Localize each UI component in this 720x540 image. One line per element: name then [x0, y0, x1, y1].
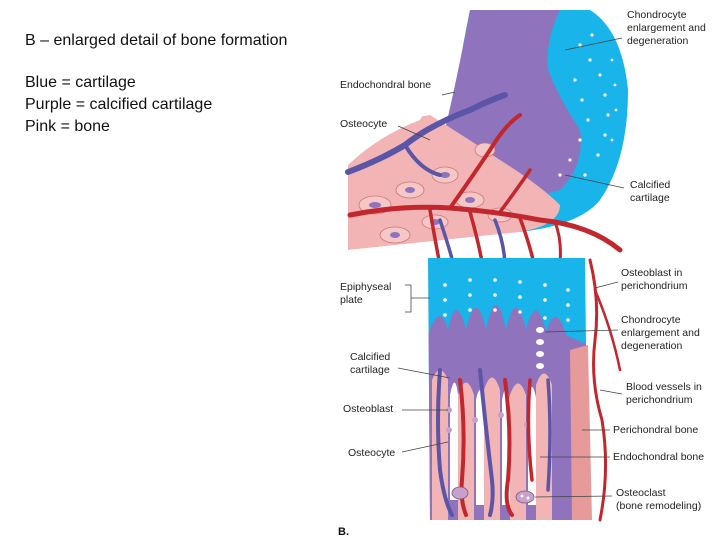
perichondral-bone [570, 345, 592, 520]
legend-bone: Pink = bone [25, 118, 110, 135]
label-osteocyte-bottom: Osteocyte [348, 447, 395, 459]
label-perichondral-bone: Perichondral bone [613, 424, 698, 436]
page-title: B – enlarged detail of bone formation [25, 32, 288, 49]
legend-calcified-cartilage: Purple = calcified cartilage [25, 96, 213, 113]
label-calcified-cartilage-right: Calcified [630, 179, 670, 191]
panel-letter: B. [338, 526, 349, 538]
label-endochondral-bone-bottom: Endochondral bone [613, 451, 704, 463]
color-legend: Blue = cartilage Purple = calcified cart… [25, 72, 212, 138]
diagram-labels: Chondrocyte enlargement and degeneration… [338, 9, 706, 538]
label-chondrocyte-mid: Chondrocyte [621, 314, 681, 326]
label-chondrocyte-top: Chondrocyte [627, 9, 687, 21]
label-epiphyseal-plate-2: plate [340, 294, 363, 306]
red-vessel-top [347, 204, 623, 253]
label-blood-vessels-2: perichondrium [626, 394, 693, 406]
label-chondrocyte-mid-2: enlargement and [621, 327, 700, 339]
leader-lines [397, 37, 625, 498]
osteoclast-cell [515, 490, 535, 504]
label-chondrocyte-mid-3: degeneration [621, 340, 682, 352]
label-osteoclast: Osteoclast [616, 487, 666, 499]
perichondrium-vessel [588, 258, 608, 522]
label-endochondral-bone-top: Endochondral bone [340, 79, 431, 91]
label-osteoblast: Osteoblast [343, 403, 393, 415]
label-epiphyseal-plate: Epiphyseal [340, 281, 391, 293]
legend-cartilage: Blue = cartilage [25, 74, 136, 91]
label-calcified-cartilage-left: Calcified [350, 351, 390, 363]
label-osteoclast-2: (bone remodeling) [616, 500, 701, 512]
label-chondrocyte-top-3: degeneration [627, 35, 688, 47]
growth-plate-region [428, 258, 622, 522]
label-osteocyte-top: Osteocyte [340, 118, 387, 130]
epiphysis-region [345, 10, 628, 272]
label-blood-vessels: Blood vessels in [626, 381, 702, 393]
label-osteoblast-perichondrium-2: perichondrium [621, 280, 688, 292]
label-osteoblast-perichondrium: Osteoblast in [621, 267, 682, 279]
label-calcified-cartilage-right-2: cartilage [630, 192, 670, 204]
purple-vessel-top [345, 92, 508, 175]
label-calcified-cartilage-left-2: cartilage [350, 364, 390, 376]
label-chondrocyte-top-2: enlargement and [627, 22, 706, 34]
